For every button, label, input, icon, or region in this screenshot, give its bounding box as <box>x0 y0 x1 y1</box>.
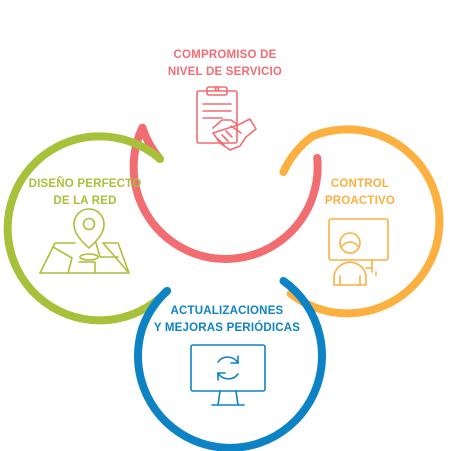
ring-right-upper <box>279 132 317 176</box>
circle-bottom <box>134 277 326 451</box>
label-right: CONTROL PROACTIVO <box>300 176 420 210</box>
label-left: DISEÑO PERFECTO DE LA RED <box>20 176 150 210</box>
label-top-line-1: COMPROMISO DE <box>173 49 277 61</box>
label-bottom-line-1: ACTUALIZACIONES <box>170 305 284 317</box>
ring-left <box>3 132 172 325</box>
label-top: COMPROMISO DE NIVEL DE SERVICIO <box>150 47 300 81</box>
label-right-line-1: CONTROL <box>330 178 390 190</box>
ring-right <box>286 125 444 318</box>
monitor-person-icon <box>328 218 389 286</box>
circle-right <box>279 125 444 318</box>
label-bottom-line-2: Y MEJORAS PERIÓDICAS <box>153 322 301 334</box>
label-top-line-2: NIVEL DE SERVICIO <box>167 66 283 78</box>
ring-bottom-join <box>138 287 171 333</box>
label-left-line-1: DISEÑO PERFECTO <box>28 178 142 190</box>
ring-bottom <box>134 277 326 451</box>
monitor-refresh-icon <box>190 344 266 406</box>
circle-left <box>3 132 172 325</box>
clipboard-handshake-icon <box>196 86 257 151</box>
label-bottom: ACTUALIZACIONES Y MEJORAS PERIÓDICAS <box>140 303 314 337</box>
label-right-line-2: PROACTIVO <box>324 195 396 207</box>
map-pin-icon <box>39 208 130 274</box>
label-left-line-2: DE LA RED <box>53 195 117 207</box>
ring-top <box>129 123 322 263</box>
